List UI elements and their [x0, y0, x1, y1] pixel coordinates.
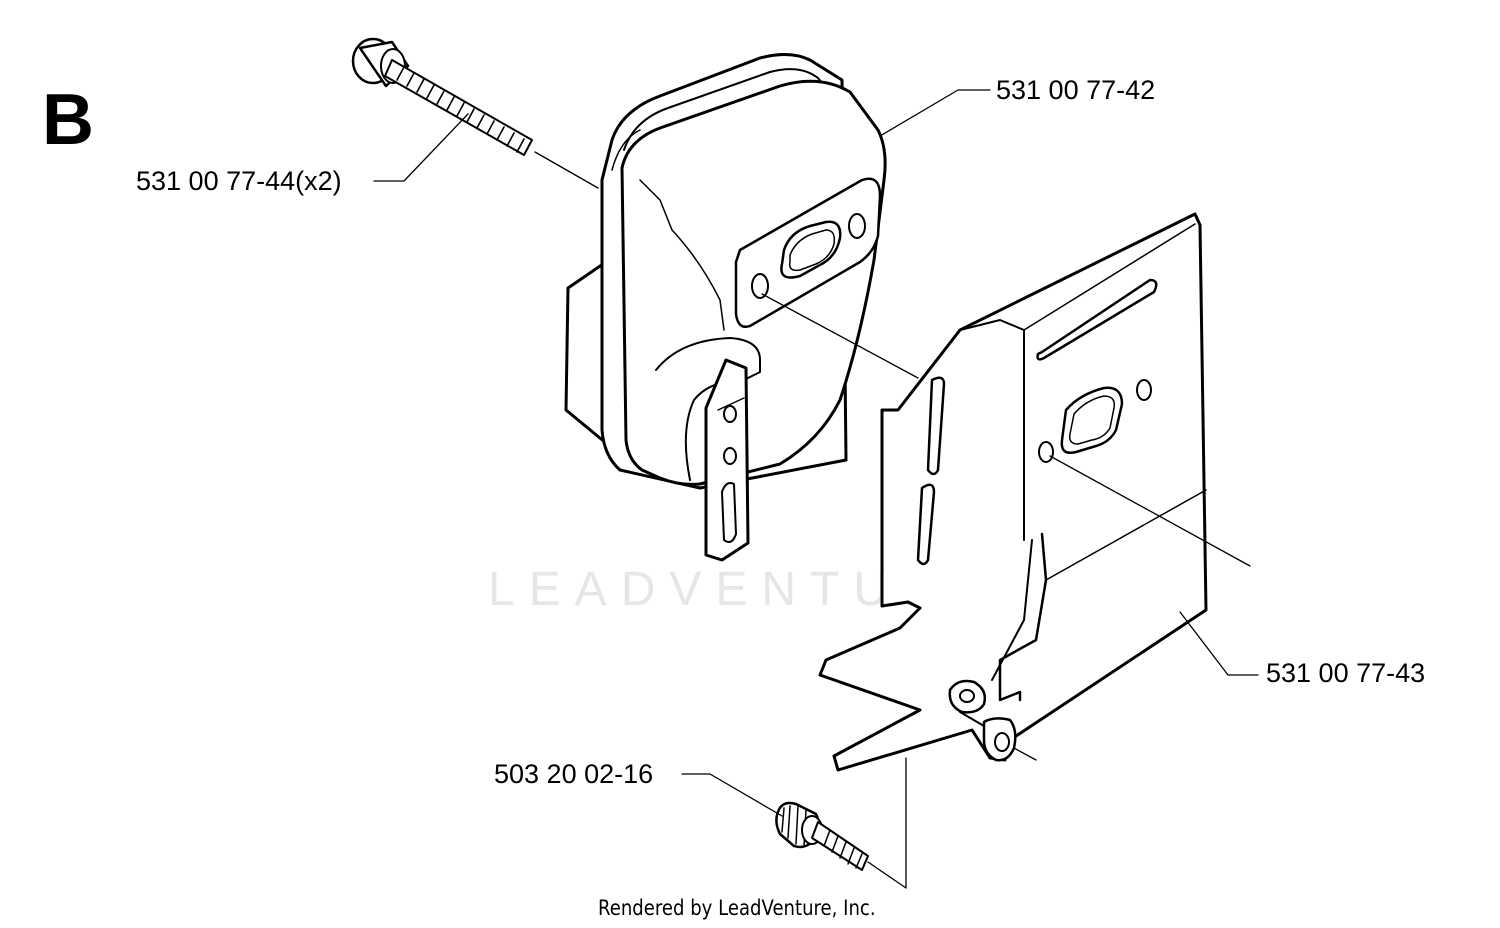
footer-credit: Rendered by LeadVenture, Inc.: [598, 896, 876, 920]
section-letter: B: [42, 80, 94, 160]
muffler-part: [564, 53, 887, 562]
long-bolt-part: [351, 37, 599, 189]
callout-muffler-label: 531 00 77-42: [996, 75, 1156, 105]
callout-heat-shield-label: 531 00 77-43: [1266, 658, 1426, 688]
callout-bolt-label: 531 00 77-44(x2): [136, 166, 342, 196]
leader-lines: [373, 89, 1259, 889]
screw-part: [775, 801, 869, 871]
callout-screw-label: 503 20 02-16: [494, 759, 654, 789]
heat-shield-part: [818, 212, 1208, 772]
